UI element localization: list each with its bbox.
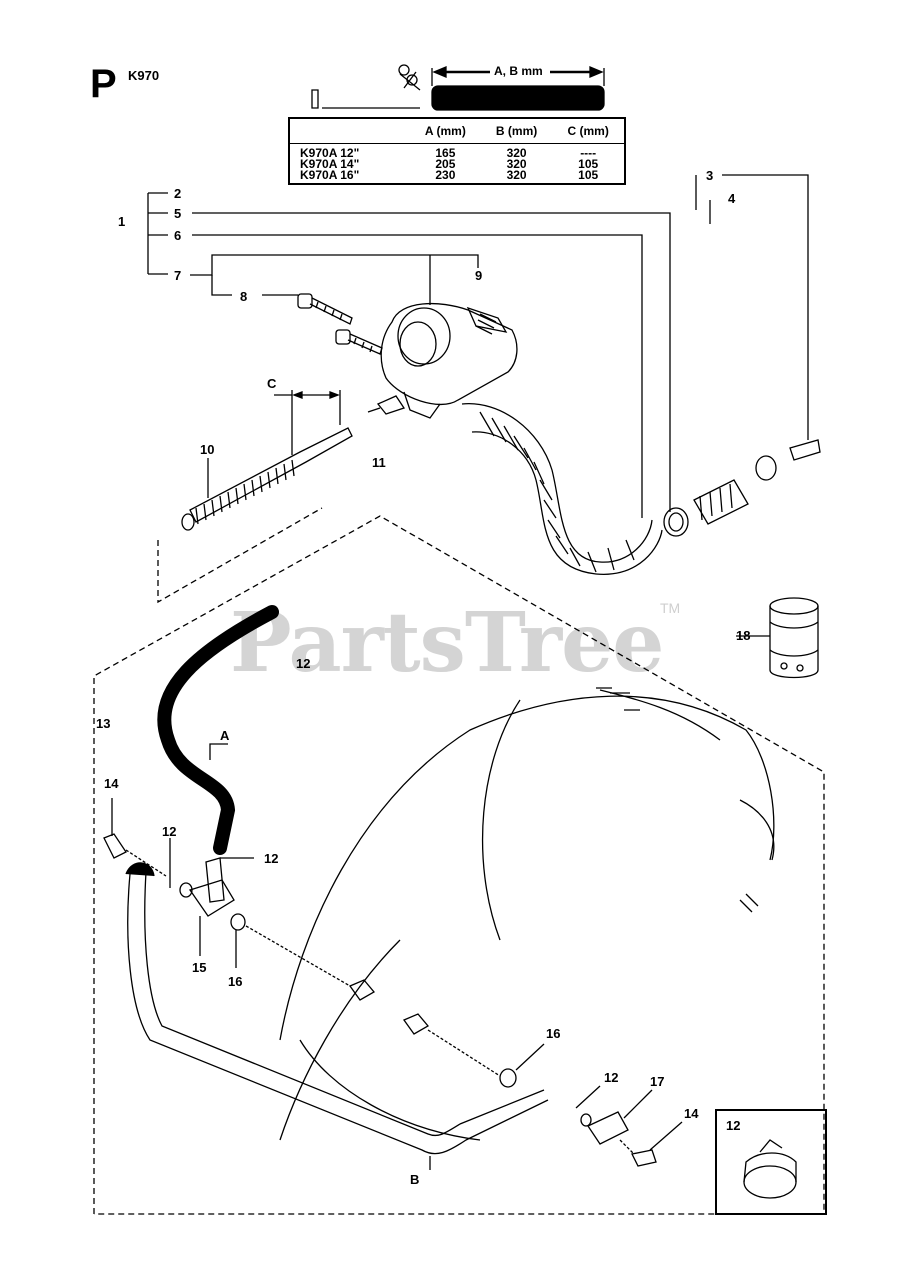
model-label: K970	[128, 68, 160, 83]
callout-15: 15	[192, 960, 207, 975]
braided-hose-part	[461, 403, 689, 575]
watermark: PartsTree	[230, 595, 664, 691]
handle-part	[380, 302, 518, 419]
screw-part	[297, 293, 383, 355]
callout-A: A	[220, 728, 230, 743]
section-letter: P	[90, 62, 117, 106]
table-cell: K970A 12"	[300, 146, 360, 160]
callout-12: 12	[604, 1070, 619, 1085]
table-header-row: A (mm) B (mm) C (mm)	[290, 119, 624, 144]
table-row: K970A 14" 205 320 105	[290, 157, 624, 171]
callout-7: 7	[174, 268, 182, 283]
black-hose-part	[157, 605, 279, 855]
callout-16: 16	[546, 1026, 561, 1041]
callout-3: 3	[706, 168, 714, 183]
table-cell: 105	[578, 168, 599, 182]
callout-5: 5	[174, 206, 182, 221]
callout-12: 12	[264, 851, 279, 866]
table-cell: 105	[578, 157, 599, 171]
callout-9: 9	[475, 268, 483, 283]
callout-1: 1	[118, 214, 126, 229]
table-header-cell: C (mm)	[552, 119, 624, 144]
water-tube-part	[181, 395, 406, 531]
callout-11: 11	[372, 455, 386, 470]
section-boundary	[93, 507, 825, 1215]
table-row: K970A 12" 165 320 ----	[290, 144, 624, 160]
table-cell: ----	[580, 146, 597, 160]
callout-12: 12	[296, 656, 311, 671]
table-cell: 205	[435, 157, 456, 171]
table-cell: 165	[435, 146, 456, 160]
table-header-cell: B (mm)	[480, 119, 553, 144]
lower-pipe-part	[125, 862, 549, 1155]
callout-14: 14	[684, 1106, 699, 1121]
clamp-part	[580, 1111, 657, 1167]
callout-12: 12	[162, 824, 177, 839]
coupling-part	[693, 439, 821, 525]
valve-part	[103, 833, 375, 1001]
sleeve-part	[769, 597, 819, 679]
dimension-table: A (mm) B (mm) C (mm) K970A 12" 165 320 -…	[288, 117, 626, 185]
callout-16: 16	[228, 974, 243, 989]
callout-10: 10	[200, 442, 215, 457]
callout-17: 17	[650, 1074, 665, 1089]
nut-bushing-part	[403, 1013, 517, 1088]
table-cell: K970A 14"	[300, 157, 360, 171]
callout-12: 12	[726, 1118, 741, 1133]
hose-length-illustration	[311, 64, 605, 111]
callout-B: B	[410, 1172, 420, 1187]
blade-guard-outline	[279, 687, 775, 1141]
callout-C: C	[267, 376, 277, 391]
callout-13: 13	[96, 716, 111, 731]
callout-18: 18	[736, 628, 751, 643]
callout-2: 2	[174, 186, 182, 201]
table-cell: 230	[435, 168, 456, 182]
callout-6: 6	[174, 228, 182, 243]
callout-8: 8	[240, 289, 248, 304]
callout-14: 14	[104, 776, 119, 791]
table-cell: 320	[506, 168, 527, 182]
table-header-cell	[290, 119, 410, 144]
table-header-cell: A (mm)	[409, 119, 481, 144]
table-cell: 320	[506, 157, 527, 171]
dimension-label: A, B mm	[494, 64, 543, 78]
table-row: K970A 16" 230 320 105	[290, 168, 624, 182]
inset-box	[715, 1109, 827, 1215]
table-cell: K970A 16"	[300, 168, 360, 182]
lower-leaders	[111, 635, 770, 1170]
callout-4: 4	[728, 191, 736, 206]
callout-leaders	[147, 174, 809, 518]
trademark-mark: TM	[660, 600, 681, 616]
table-cell: 320	[506, 146, 527, 160]
